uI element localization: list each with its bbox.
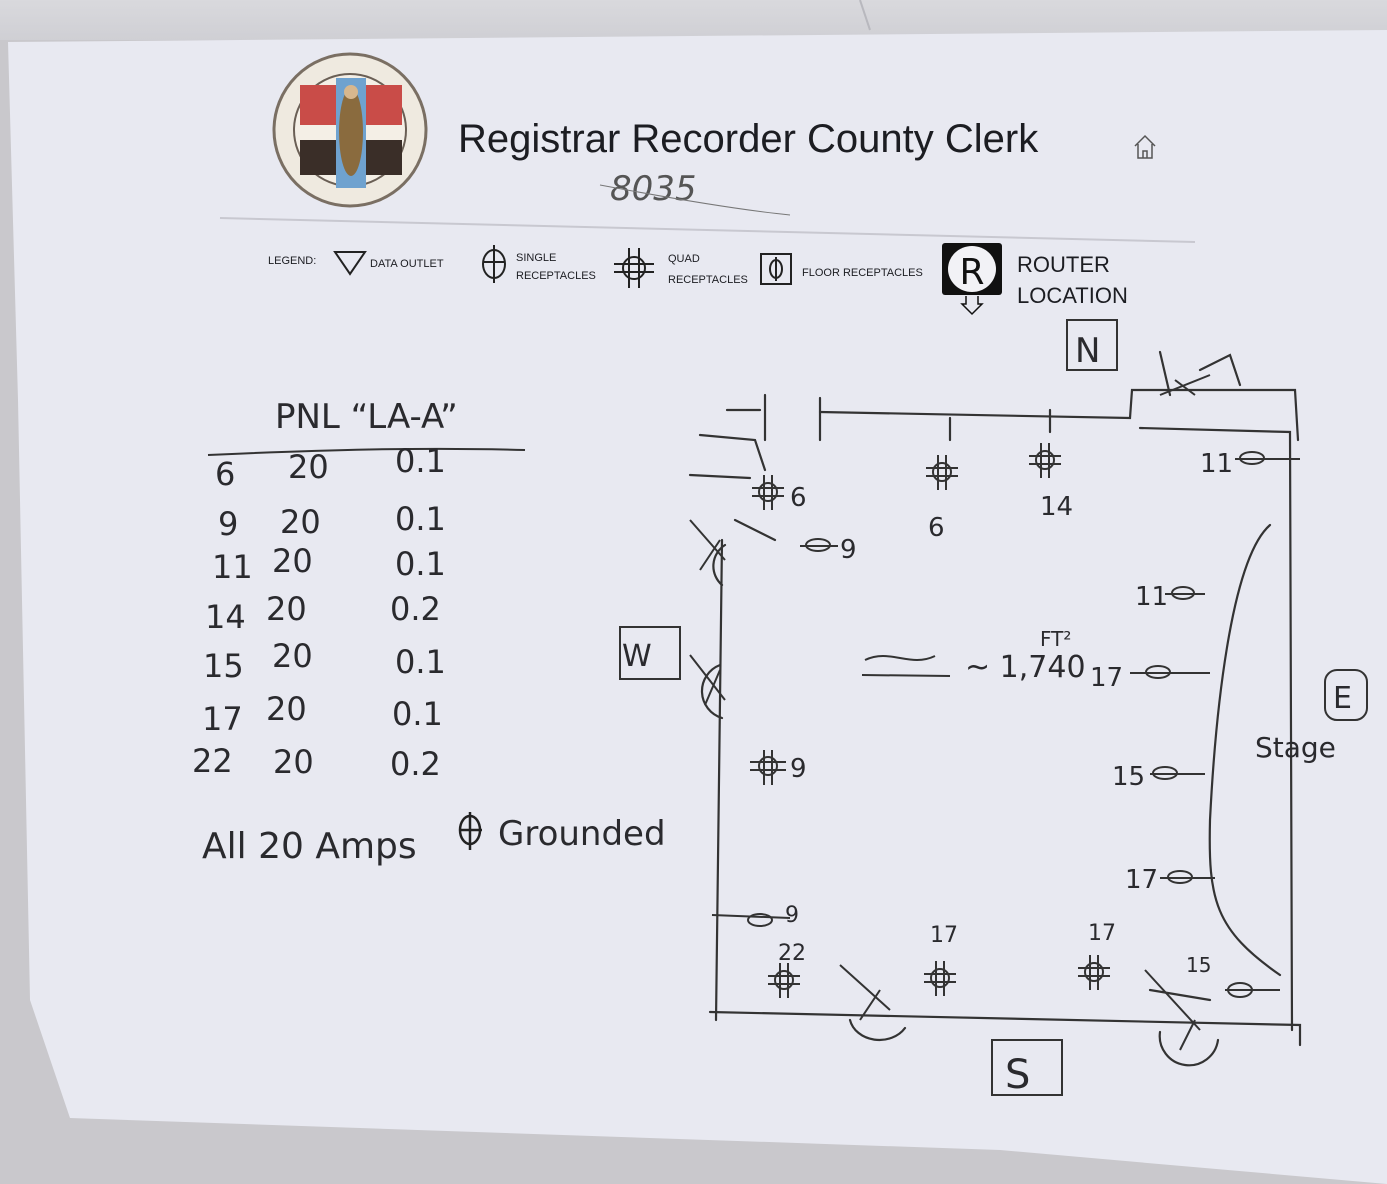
room-outline	[688, 350, 1302, 1067]
circuit-label: 17	[1125, 865, 1158, 895]
header-divider	[219, 217, 1196, 243]
panel-circuit: 17	[202, 700, 243, 738]
home-icon	[1134, 134, 1156, 159]
panel-amps: 20	[266, 590, 307, 628]
panel-circuit: 15	[203, 647, 244, 685]
circuit-label: 9	[790, 754, 807, 784]
panel-load: 0.2	[390, 590, 441, 628]
quad-receptacle-icon	[614, 248, 654, 288]
circuit-label: 17	[930, 923, 958, 948]
room-area-unit: FT²	[1040, 627, 1071, 651]
legend-quad-line2: RECEPTACLES	[668, 274, 748, 286]
legend-quad-line1: QUAD	[668, 253, 700, 265]
legend-single-line2: RECEPTACLES	[516, 270, 596, 282]
circuit-label: 6	[790, 483, 807, 513]
panel-load: 0.1	[395, 500, 446, 538]
single-receptacle-icon	[458, 812, 482, 850]
panel-schedule: PNL “LA-A” 6 20 0.1 9 20 0.1 11 20 0.1 14 20 0.2…	[192, 397, 666, 867]
paper	[8, 30, 1387, 1184]
circuit-label: 6	[928, 513, 945, 543]
panel-amps: 20	[272, 637, 313, 675]
data-outlet-icon	[333, 251, 367, 276]
south-marker: S	[991, 1039, 1063, 1098]
svg-text:S: S	[1005, 1052, 1030, 1098]
panel-note-grounded: Grounded	[498, 814, 666, 854]
page-title: Registrar Recorder County Clerk	[458, 117, 1039, 161]
circuit-label: 15	[1186, 953, 1211, 977]
circuit-label: 9	[840, 535, 857, 565]
panel-amps: 20	[288, 448, 329, 486]
circuit-label: 17	[1090, 663, 1123, 693]
circuit-label: 15	[1112, 762, 1145, 792]
legend-floor: FLOOR RECEPTACLES	[802, 267, 923, 279]
quad-receptacle-icon	[750, 443, 1110, 998]
data-outlet-icon	[689, 374, 1211, 1051]
panel-amps: 20	[280, 503, 321, 541]
legend-data-outlet: DATA OUTLET	[370, 258, 444, 270]
panel-load: 0.1	[392, 695, 443, 733]
legend-label: LEGEND:	[268, 255, 316, 267]
panel-note-amps: All 20 Amps	[202, 826, 417, 867]
floor-receptacle-icon	[760, 253, 792, 285]
circuit-label: 11	[1135, 582, 1168, 612]
legend-router-line1: ROUTER	[1017, 252, 1110, 277]
stage-label: Stage	[1255, 731, 1336, 764]
circuit-label: 14	[1040, 492, 1073, 522]
handwritten-site-number: 8035	[610, 169, 697, 209]
circuit-label: 22	[778, 941, 806, 966]
panel-load: 0.1	[395, 643, 446, 681]
panel-circuit: 6	[215, 455, 235, 493]
panel-amps: 20	[266, 690, 307, 728]
svg-text:N: N	[1075, 331, 1100, 371]
circuit-label: 9	[785, 903, 799, 928]
panel-load: 0.1	[395, 545, 446, 583]
panel-circuit: 22	[192, 742, 233, 780]
panel-title: PNL “LA-A”	[275, 397, 458, 437]
svg-text:W: W	[622, 639, 652, 674]
legend-single-line1: SINGLE	[516, 252, 556, 264]
legend: LEGEND: DATA OUTLET SINGLE RECEPTACLES Q…	[268, 243, 1128, 316]
north-marker: N	[1066, 319, 1118, 371]
legend-router-line2: LOCATION	[1017, 283, 1128, 308]
county-seal-logo	[272, 52, 428, 208]
panel-load: 0.2	[390, 745, 441, 783]
panel-circuit: 11	[212, 548, 253, 586]
approx-icon	[861, 655, 951, 677]
west-marker: W	[619, 626, 681, 680]
svg-text:E: E	[1333, 681, 1352, 716]
svg-text:R: R	[959, 252, 984, 293]
panel-circuit: 14	[205, 598, 246, 636]
panel-amps: 20	[272, 542, 313, 580]
east-marker: E	[1324, 669, 1368, 721]
circuit-label: 17	[1088, 921, 1116, 946]
router-icon: R	[942, 243, 1002, 316]
circuit-label: 11	[1200, 449, 1233, 479]
panel-amps: 20	[273, 743, 314, 781]
room-area: ~ 1,740	[965, 650, 1086, 685]
panel-circuit: 9	[218, 505, 238, 543]
single-receptacle-icon	[711, 451, 1300, 998]
panel-load: 0.1	[395, 442, 446, 480]
single-receptacle-icon	[482, 245, 506, 283]
